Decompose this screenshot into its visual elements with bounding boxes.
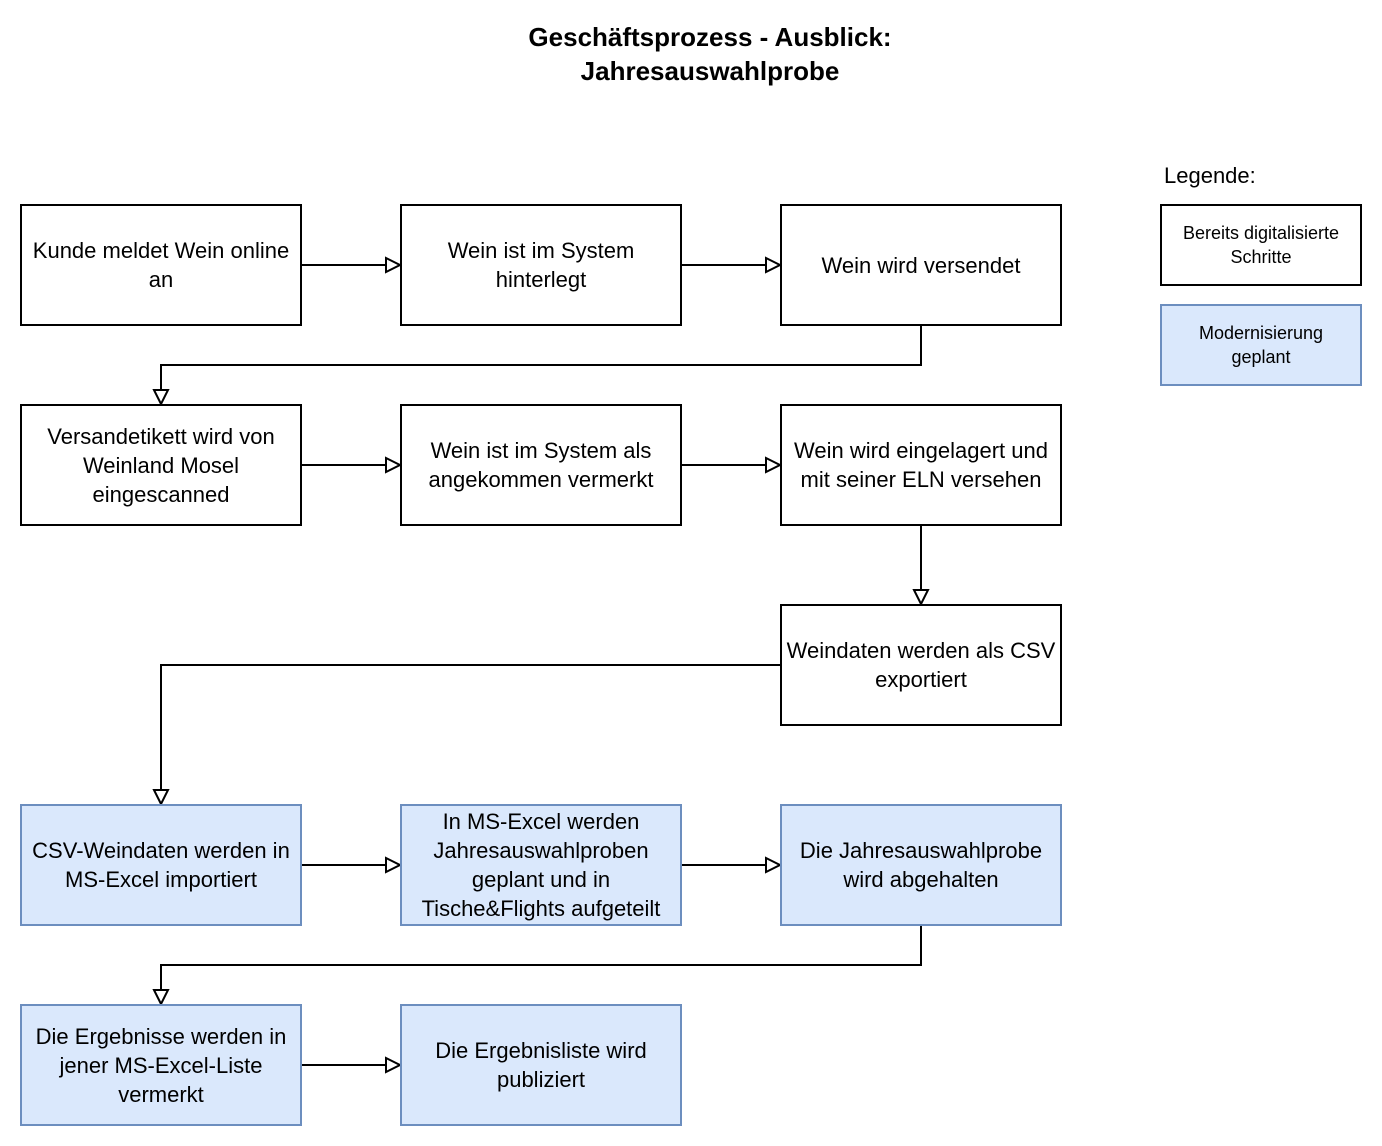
step-ergebnisse-vermerkt: Die Ergebnisse werden in jener MS-Excel-… (20, 1004, 302, 1126)
legend-modern: Modernisierung geplant (1160, 304, 1362, 386)
arrowhead-s9-s10 (765, 856, 783, 874)
step-jahresauswahlprobe-abgehalten: Die Jahresauswahlprobe wird abgehalten (780, 804, 1062, 926)
arrowhead-s4-s5 (385, 456, 403, 474)
step-wein-im-system: Wein ist im System hinterlegt (400, 204, 682, 326)
step-label: Wein ist im System hinterlegt (447, 238, 635, 292)
diagram-title: Geschäftsprozess - Ausblick: Jahresauswa… (0, 20, 1382, 88)
arrowhead-s7-s8 (152, 789, 170, 807)
step-kunde-meldet-wein: Kunde meldet Wein online an (20, 204, 302, 326)
arrowhead-s2-s3 (765, 256, 783, 274)
connector-s7-s8 (160, 664, 781, 790)
step-label: Die Ergebnisliste wird publiziert (435, 1038, 647, 1092)
step-wein-eingelagert: Wein wird eingelagert und mit seiner ELN… (780, 404, 1062, 526)
legend-title: Legende: (1164, 163, 1256, 188)
connector-s3-s4 (160, 325, 922, 390)
step-excel-planung: In MS-Excel werden Jahresauswahlproben g… (400, 804, 682, 926)
arrowhead-s8-s9 (385, 856, 403, 874)
legend-digital-label: Bereits digitalisierte Schritte (1182, 223, 1340, 267)
diagram-title-line-1: Geschäftsprozess - Ausblick: (528, 22, 892, 52)
arrowhead-s10-s11 (152, 989, 170, 1007)
step-label: Wein ist im System als angekommen vermer… (428, 438, 654, 492)
step-label: Versandetikett wird von Weinland Mosel e… (47, 423, 275, 507)
arrowhead-s1-s2 (385, 256, 403, 274)
step-label: Die Ergebnisse werden in jener MS-Excel-… (35, 1023, 287, 1107)
step-ergebnisliste-publiziert: Die Ergebnisliste wird publiziert (400, 1004, 682, 1126)
step-label: Wein wird versendet (821, 252, 1021, 278)
arrowhead-s3-s4 (152, 389, 170, 407)
arrowhead-s11-s12 (385, 1056, 403, 1074)
step-label: In MS-Excel werden Jahresauswahlproben g… (421, 809, 661, 921)
legend-modern-label: Modernisierung geplant (1198, 323, 1324, 367)
step-wein-versendet: Wein wird versendet (780, 204, 1062, 326)
arrowhead-s6-s7 (912, 589, 930, 607)
step-versandetikett-eingescanned: Versandetikett wird von Weinland Mosel e… (20, 404, 302, 526)
step-label: Wein wird eingelagert und mit seiner ELN… (794, 438, 1048, 492)
connector-s10-s11 (160, 925, 922, 990)
step-wein-angekommen: Wein ist im System als angekommen vermer… (400, 404, 682, 526)
step-label: Die Jahresauswahlprobe wird abgehalten (799, 838, 1043, 892)
step-label: Kunde meldet Wein online an (32, 238, 290, 292)
arrowhead-s5-s6 (765, 456, 783, 474)
step-csv-import-excel: CSV-Weindaten werden in MS-Excel importi… (20, 804, 302, 926)
diagram-title-line-2: Jahresauswahlprobe (580, 56, 840, 86)
step-label: Weindaten werden als CSV exportiert (786, 638, 1056, 692)
legend-digital: Bereits digitalisierte Schritte (1160, 204, 1362, 286)
step-csv-export: Weindaten werden als CSV exportiert (780, 604, 1062, 726)
step-label: CSV-Weindaten werden in MS-Excel importi… (32, 838, 290, 892)
